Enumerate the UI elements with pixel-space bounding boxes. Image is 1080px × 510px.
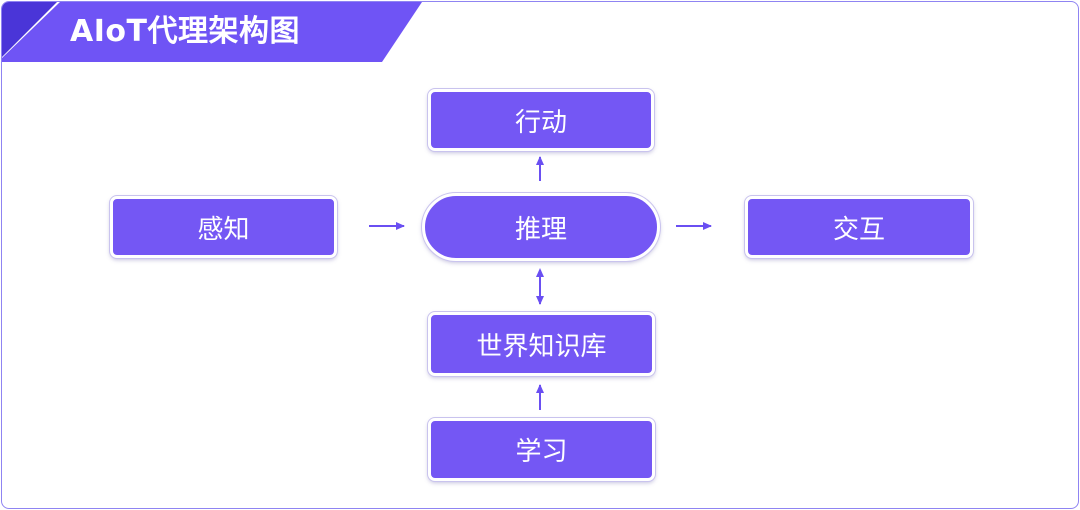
node-world-knowledge: 世界知识库	[428, 312, 655, 376]
node-reasoning: 推理	[422, 193, 660, 261]
title-banner-shape	[2, 2, 422, 62]
title-banner: AIoT代理架构图	[2, 2, 422, 62]
node-interaction: 交互	[745, 196, 973, 258]
node-action: 行动	[428, 89, 654, 151]
node-learning: 学习	[428, 418, 655, 481]
node-perception: 感知	[110, 196, 337, 258]
diagram-title: AIoT代理架构图	[70, 14, 300, 49]
